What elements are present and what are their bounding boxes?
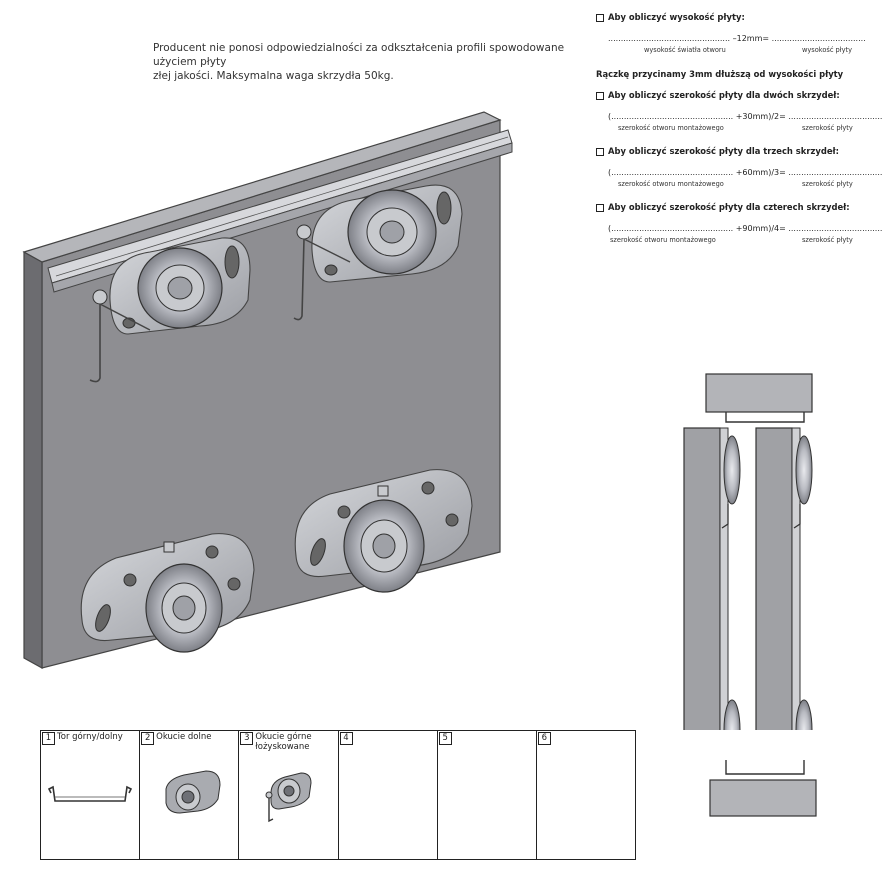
- bottom-guide-left: [80, 533, 255, 653]
- two-heading: Aby obliczyć szerokość płyty dla dwóch s…: [596, 90, 840, 100]
- part-cell-1: 1 Tor górny/dolny: [41, 731, 141, 859]
- note-line-2: złej jakości. Maksymalna waga skrzydła 5…: [153, 70, 394, 82]
- top-bearing-fitting-icon: [265, 772, 312, 823]
- section-view-bottom: [709, 760, 817, 817]
- part-number: 3: [240, 732, 254, 745]
- height-sub-left: wysokość światła otworu: [644, 46, 726, 54]
- two-sub-right: szerokość płyty: [802, 124, 853, 132]
- part-number: 4: [339, 732, 353, 745]
- part-number: 2: [141, 732, 155, 745]
- part-cell-5: 5: [438, 731, 537, 859]
- part-title: Okucie dolne: [156, 732, 212, 742]
- two-sub-left: szerokość otworu montażowego: [618, 124, 724, 132]
- manufacturer-note: Producent nie ponosi odpowiedzialności z…: [153, 41, 583, 83]
- three-sub-right: szerokość płyty: [802, 180, 853, 188]
- four-sub-left: szerokość otworu montażowego: [610, 236, 716, 244]
- height-formula: ........................................…: [608, 34, 866, 43]
- two-formula: (.......................................…: [608, 112, 883, 121]
- part-title: Okucie górne łożyskowane: [255, 732, 312, 752]
- part-cell-3: 3 Okucie górne łożyskowane: [239, 731, 339, 859]
- part-cell-2: 2 Okucie dolne: [140, 731, 240, 859]
- track-profile-icon: [47, 785, 133, 802]
- bottom-fitting-icon: [165, 770, 221, 814]
- sliding-door-diagram: [22, 111, 813, 730]
- part-cell-6: 6: [537, 731, 635, 859]
- part-cell-4: 4: [339, 731, 438, 859]
- three-formula: (.......................................…: [608, 168, 883, 177]
- height-sub-right: wysokość płyty: [802, 46, 852, 54]
- four-formula: (.......................................…: [608, 224, 883, 233]
- checkbox-icon: [596, 91, 604, 100]
- parts-table: 1 Tor górny/dolny 2 Okucie dolne 3 Okuci…: [40, 730, 636, 860]
- handle-note: Rączkę przycinamy 3mm dłuższą od wysokoś…: [596, 69, 844, 79]
- four-heading: Aby obliczyć szerokość płyty dla czterec…: [596, 202, 850, 212]
- part-number: 5: [438, 732, 452, 745]
- part-title: Tor górny/dolny: [57, 732, 123, 742]
- height-heading: Aby obliczyć wysokość płyty:: [596, 12, 745, 22]
- checkbox-icon: [596, 13, 604, 22]
- top-hanger-left: [89, 237, 251, 383]
- three-heading: Aby obliczyć szerokość płyty dla trzech …: [596, 146, 839, 156]
- four-sub-right: szerokość płyty: [802, 236, 853, 244]
- note-line-1: Producent nie ponosi odpowiedzialności z…: [153, 42, 565, 68]
- bottom-guide-right: [294, 469, 473, 593]
- top-hanger-right: [293, 184, 463, 321]
- part-number: 1: [42, 732, 55, 745]
- checkbox-icon: [596, 203, 604, 212]
- section-view: [683, 373, 813, 730]
- part-number: 6: [537, 732, 551, 745]
- three-sub-left: szerokość otworu montażowego: [618, 180, 724, 188]
- checkbox-icon: [596, 147, 604, 156]
